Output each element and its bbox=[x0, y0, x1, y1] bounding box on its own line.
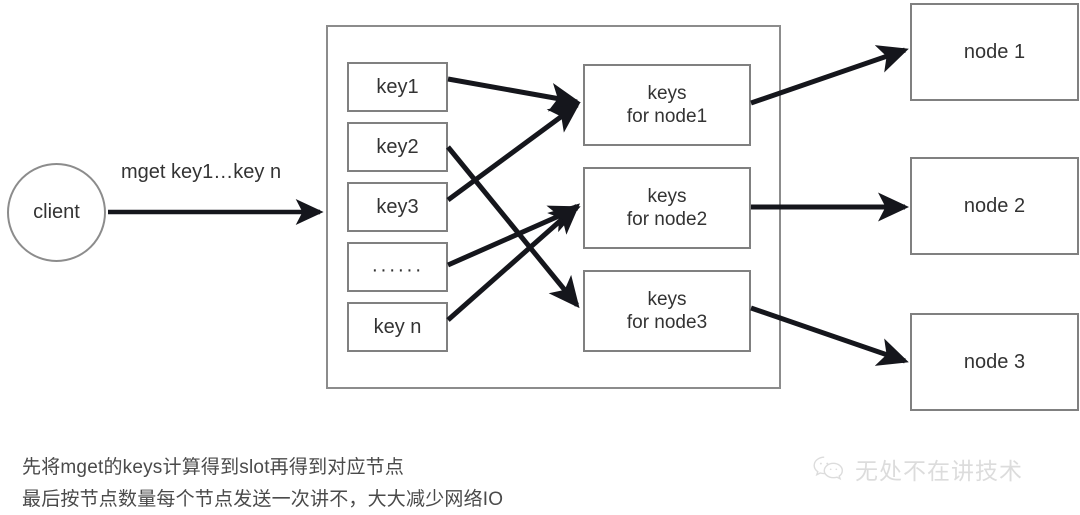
key-box-key3[interactable]: key3 bbox=[347, 182, 448, 232]
request-edge-label: mget key1…key n bbox=[121, 161, 282, 183]
key-box-key2[interactable]: key2 bbox=[347, 122, 448, 172]
caption-line-1: 先将mget的keys计算得到slot再得到对应节点 bbox=[22, 457, 405, 478]
node-label: node 1 bbox=[963, 40, 1026, 63]
key-label: key3 bbox=[376, 195, 419, 218]
key-label: key2 bbox=[376, 135, 419, 158]
node-label: node 3 bbox=[963, 350, 1026, 373]
keys-for-node1-box[interactable]: keys for node1 bbox=[583, 64, 751, 146]
keys-for-node2-box[interactable]: keys for node2 bbox=[583, 167, 751, 249]
caption-line-2: 最后按节点数量每个节点发送一次讲不，大大减少网络IO bbox=[22, 489, 504, 510]
node-box-node2[interactable]: node 2 bbox=[910, 157, 1079, 255]
watermark-text: 无处不在讲技术 bbox=[855, 458, 1023, 484]
key-label: key1 bbox=[376, 75, 419, 98]
client-label: client bbox=[33, 201, 80, 223]
node-box-node1[interactable]: node 1 bbox=[910, 3, 1079, 101]
keys-for-node3-box[interactable]: keys for node3 bbox=[583, 270, 751, 352]
key-box-keyn[interactable]: key n bbox=[347, 302, 448, 352]
watermark: 无处不在讲技术 bbox=[812, 452, 1023, 486]
wechat-icon bbox=[812, 455, 846, 483]
key-box-key1[interactable]: key1 bbox=[347, 62, 448, 112]
keys-for-node-label: keys for node3 bbox=[626, 288, 708, 333]
key-label: ······ bbox=[371, 258, 424, 281]
client-node[interactable]: client bbox=[7, 163, 106, 262]
key-label: key n bbox=[373, 315, 422, 338]
keys-for-node-label: keys for node2 bbox=[626, 185, 708, 230]
keys-for-node-label: keys for node1 bbox=[626, 82, 708, 127]
node-label: node 2 bbox=[963, 194, 1026, 217]
key-box-ellipsis[interactable]: ······ bbox=[347, 242, 448, 292]
node-box-node3[interactable]: node 3 bbox=[910, 313, 1079, 411]
